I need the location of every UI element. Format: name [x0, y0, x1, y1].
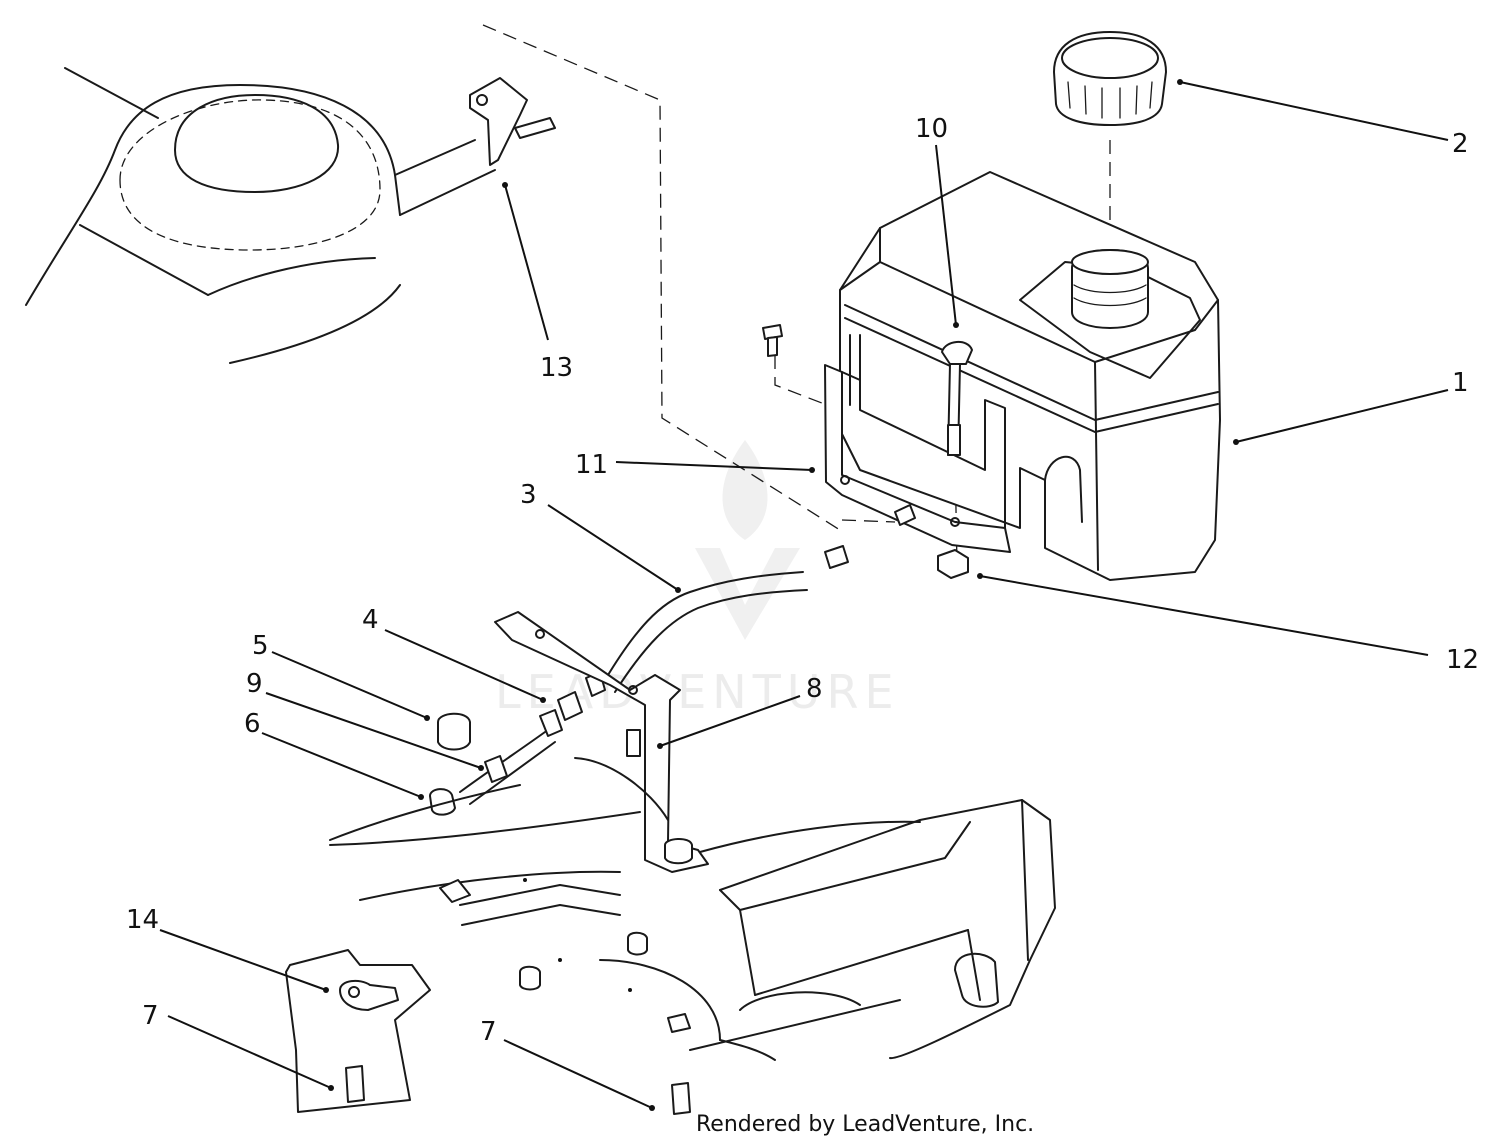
bolt-7-center: [671, 1082, 691, 1115]
fitting-6: [429, 788, 456, 816]
bracket-8: [494, 611, 709, 873]
callout-13: 13: [540, 353, 573, 383]
fuel-tank: [839, 171, 1221, 581]
callout-11: 11: [575, 450, 608, 480]
callout-7-left: 7: [142, 1001, 159, 1031]
callout-2: 2: [1452, 129, 1469, 159]
leader-lines: [159, 79, 1449, 1111]
tank-bracket: [824, 334, 1011, 553]
nut-12: [937, 549, 969, 579]
hose-coupler: [824, 545, 849, 569]
callout-1: 1: [1452, 368, 1469, 398]
callout-6: 6: [244, 709, 261, 739]
bushing-5: [437, 712, 471, 751]
mower-deck-frame: [329, 757, 1056, 1061]
tank-strap: [941, 341, 973, 456]
callout-9: 9: [246, 669, 263, 699]
callout-3: 3: [520, 480, 537, 510]
watermark-flame-icon: [722, 440, 768, 540]
fuel-hose: [459, 571, 808, 805]
bracket-13: [469, 77, 556, 166]
callout-10: 10: [915, 114, 948, 144]
mount-plate: [285, 879, 691, 1113]
callout-14: 14: [126, 905, 159, 935]
callout-labels: 1 2 3 4 5 6 7 7 8 9 10 11 12 13 14: [126, 114, 1479, 1047]
fuel-cap: [1053, 31, 1167, 126]
render-credit: Rendered by LeadVenture, Inc.: [696, 1112, 1034, 1137]
callout-7-center: 7: [480, 1017, 497, 1047]
bracket-bolt: [762, 324, 783, 357]
callout-8: 8: [806, 674, 823, 704]
callout-12: 12: [1446, 645, 1479, 675]
alignment-outline: [482, 24, 841, 531]
engine-shroud: [25, 67, 496, 364]
tank-fitting: [894, 504, 916, 526]
callout-5: 5: [252, 631, 269, 661]
watermark-v-icon: [695, 548, 800, 640]
bolt-4: [626, 729, 641, 757]
callout-4: 4: [362, 605, 379, 635]
bolt-7-left: [345, 1065, 365, 1103]
fitting-9: [484, 755, 508, 783]
